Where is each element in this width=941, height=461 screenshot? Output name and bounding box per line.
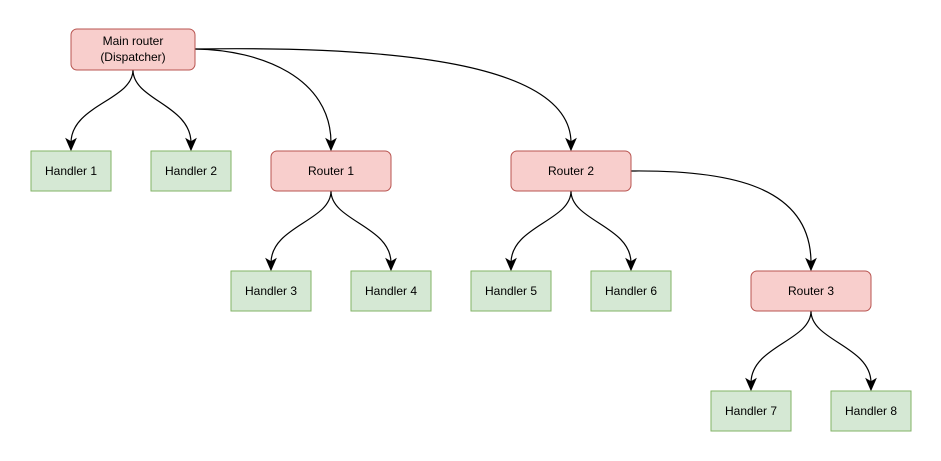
arrowhead-icon	[325, 137, 337, 152]
arrowhead-icon	[565, 137, 577, 152]
node-handler-5[interactable]: Handler 5	[470, 270, 552, 312]
edge-router-3-to-handler-8[interactable]	[810, 310, 877, 392]
node-shape	[230, 270, 312, 312]
edge-main-router-to-handler-2[interactable]	[132, 69, 197, 152]
arrowhead-icon	[265, 257, 277, 272]
node-main-router[interactable]: Main router (Dispatcher)	[70, 28, 196, 71]
edge-path	[70, 69, 134, 144]
node-router-1[interactable]: Router 1	[270, 150, 392, 192]
edge-path	[270, 190, 332, 264]
node-shape	[270, 150, 392, 192]
node-handler-8[interactable]: Handler 8	[830, 390, 912, 432]
edge-path	[132, 69, 192, 144]
edge-path	[570, 190, 632, 264]
arrowhead-icon	[625, 257, 637, 272]
edge-path	[810, 310, 872, 384]
arrowhead-icon	[65, 137, 77, 152]
node-router-3[interactable]: Router 3	[750, 270, 872, 312]
edge-main-router-to-router-2[interactable]	[194, 48, 577, 152]
node-shape	[590, 270, 672, 312]
edge-main-router-to-handler-1[interactable]	[65, 69, 134, 152]
node-shape	[470, 270, 552, 312]
edge-router-1-to-handler-4[interactable]	[330, 190, 397, 272]
node-router-2[interactable]: Router 2	[510, 150, 632, 192]
edge-path	[194, 48, 572, 144]
arrowhead-icon	[805, 257, 817, 272]
arrowhead-icon	[185, 137, 197, 152]
node-handler-4[interactable]: Handler 4	[350, 270, 432, 312]
arrowhead-icon	[865, 377, 877, 392]
node-shape	[70, 28, 196, 71]
edge-router-2-to-handler-6[interactable]	[570, 190, 637, 272]
node-shape	[150, 150, 232, 192]
arrowhead-icon	[505, 257, 517, 272]
edge-main-router-to-router-1[interactable]	[194, 48, 337, 152]
arrowhead-icon	[745, 377, 757, 392]
edge-router-2-to-handler-5[interactable]	[505, 190, 572, 272]
edge-layer	[65, 48, 877, 392]
node-shape	[510, 150, 632, 192]
node-shape	[350, 270, 432, 312]
arrowhead-icon	[385, 257, 397, 272]
edge-path	[510, 190, 572, 264]
edge-path	[750, 310, 812, 384]
node-handler-3[interactable]: Handler 3	[230, 270, 312, 312]
node-handler-1[interactable]: Handler 1	[30, 150, 112, 192]
edge-path	[330, 190, 392, 264]
edge-path	[630, 170, 812, 264]
node-handler-7[interactable]: Handler 7	[710, 390, 792, 432]
node-layer: Main router (Dispatcher) Handler 1 Handl…	[30, 28, 912, 432]
node-shape	[750, 270, 872, 312]
edge-path	[194, 48, 332, 144]
edge-router-3-to-handler-7[interactable]	[745, 310, 812, 392]
edge-router-2-to-router-3[interactable]	[630, 170, 817, 272]
edge-router-1-to-handler-3[interactable]	[265, 190, 332, 272]
node-shape	[710, 390, 792, 432]
node-shape	[30, 150, 112, 192]
node-handler-2[interactable]: Handler 2	[150, 150, 232, 192]
node-handler-6[interactable]: Handler 6	[590, 270, 672, 312]
node-shape	[830, 390, 912, 432]
